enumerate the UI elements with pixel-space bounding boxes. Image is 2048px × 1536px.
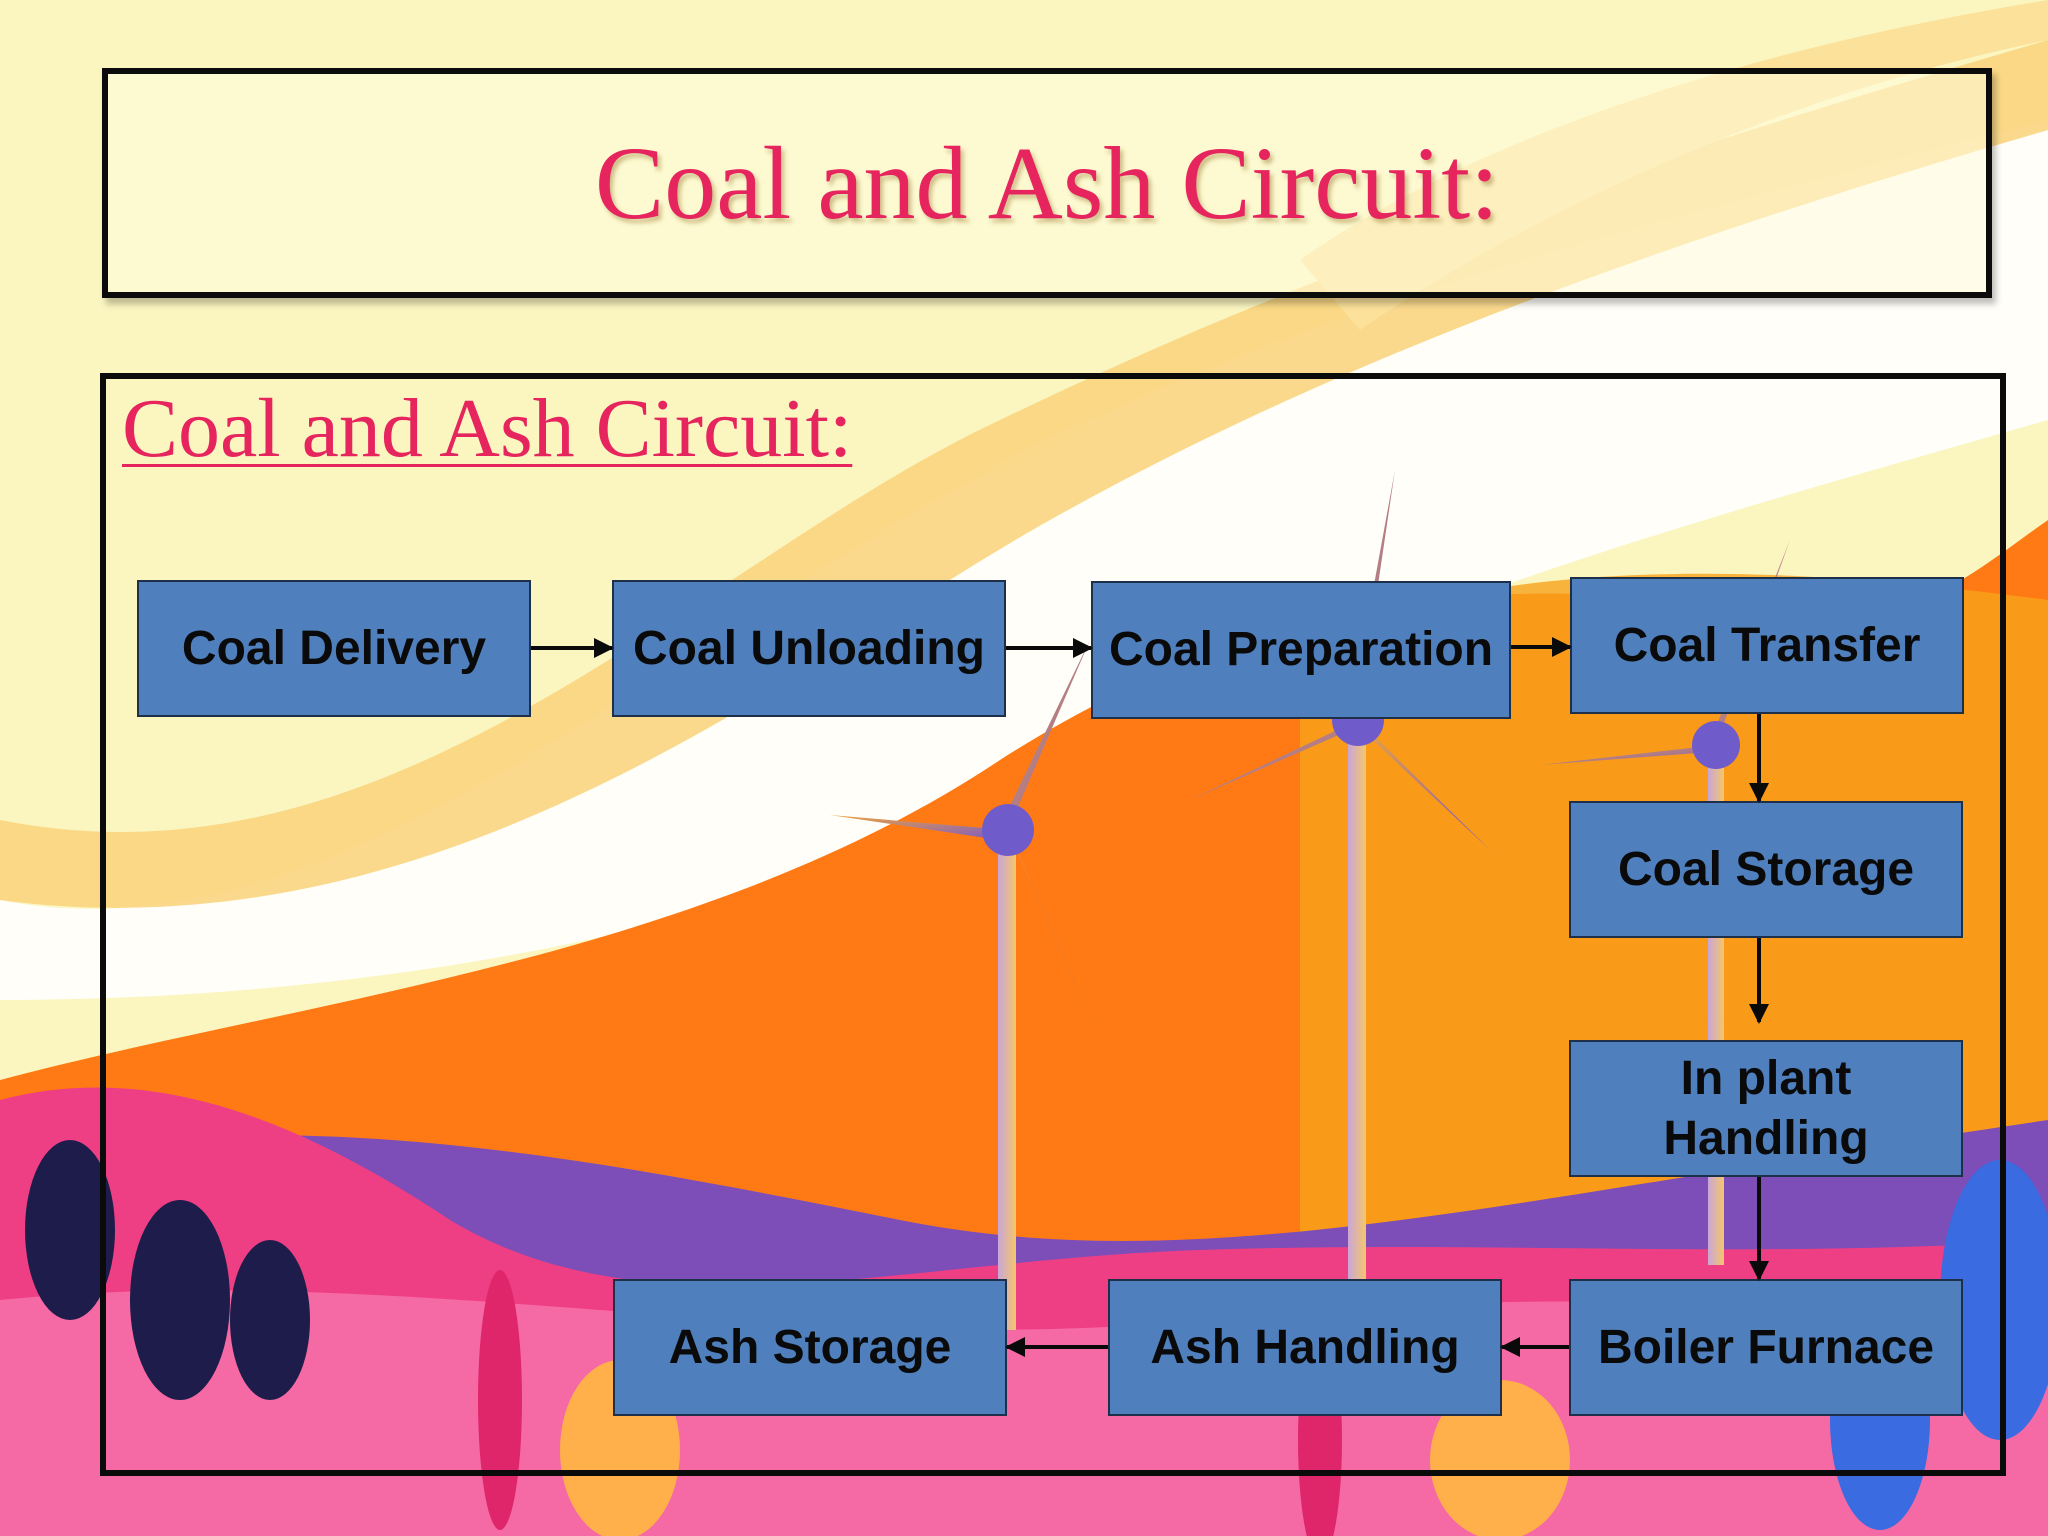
content-frame: [100, 373, 2006, 1476]
title-banner: Coal and Ash Circuit:: [102, 68, 1992, 298]
step-coal-preparation: Coal Preparation: [1091, 581, 1511, 719]
step-coal-unloading: Coal Unloading: [612, 580, 1006, 717]
step-ash-storage: Ash Storage: [613, 1279, 1007, 1416]
step-in-plant-handling: In plant Handling: [1569, 1040, 1963, 1177]
step-coal-storage: Coal Storage: [1569, 801, 1963, 938]
step-coal-delivery: Coal Delivery: [137, 580, 531, 717]
page-title: Coal and Ash Circuit:: [594, 125, 1500, 241]
section-heading: Coal and Ash Circuit:: [122, 382, 853, 475]
step-coal-transfer: Coal Transfer: [1570, 577, 1964, 714]
step-ash-handling: Ash Handling: [1108, 1279, 1502, 1416]
step-boiler-furnace: Boiler Furnace: [1569, 1279, 1963, 1416]
